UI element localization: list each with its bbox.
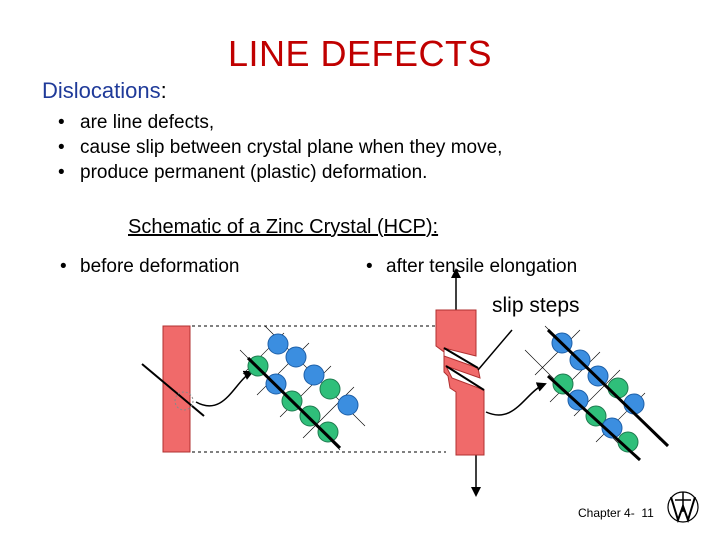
after-label-text: after tensile elongation	[386, 256, 578, 277]
section-heading: Dislocations:	[42, 78, 167, 104]
curved-arrow-icon	[195, 370, 254, 407]
footer-page-number: Chapter 4- 11	[578, 506, 654, 520]
atom-lattice-after	[524, 325, 670, 462]
atom-lattice-before	[239, 325, 366, 451]
crystal-bar-before	[162, 325, 191, 453]
footer-chapter-text: Chapter 4-	[578, 506, 635, 520]
bullet-item: produce permanent (plastic) deformation.	[54, 160, 502, 185]
page-title: LINE DEFECTS	[227, 33, 493, 74]
dislocation-bullets: are line defects, cause slip between cry…	[54, 110, 502, 185]
curved-arrow-icon	[485, 382, 547, 416]
heading-colon: :	[160, 78, 167, 103]
logo-icon	[667, 491, 699, 524]
slip-plane-before	[141, 363, 205, 417]
schematic-title: Schematic of a Zinc Crystal (HCP):	[128, 216, 439, 238]
crystal-bar-after	[435, 309, 485, 456]
after-label: after tensile elongation	[366, 256, 577, 278]
footer-page-text: 11	[641, 506, 654, 520]
bullet-item: are line defects,	[54, 110, 502, 135]
slip-steps-label: slip steps	[492, 294, 580, 317]
highlight-circle	[174, 391, 194, 411]
bullet-item: cause slip between crystal plane when th…	[54, 135, 502, 160]
slip-step-line	[443, 347, 485, 391]
heading-text: Dislocations	[42, 78, 161, 103]
before-label: before deformation	[60, 256, 240, 278]
slip-steps-pointer	[477, 329, 513, 371]
before-label-text: before deformation	[80, 256, 240, 277]
